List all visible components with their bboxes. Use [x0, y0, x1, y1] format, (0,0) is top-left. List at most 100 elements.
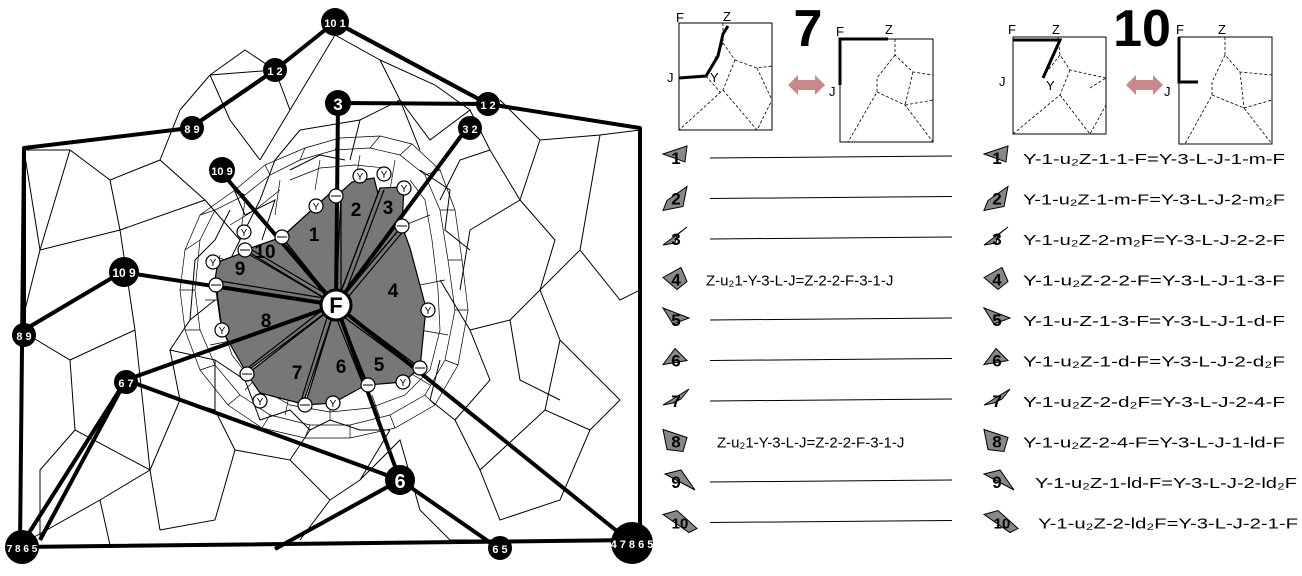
step-right-formula: Y-1-u₂Z-2-d₂F=Y-3-L-J-2-4-F — [1023, 394, 1285, 411]
double-arrow-7 — [788, 75, 825, 95]
step-blank-line — [710, 318, 952, 320]
step-right-formula: Y-1-u₂Z-1-m-F=Y-3-L-J-2-m₂F — [1023, 192, 1285, 209]
step-right-formula: Y-1-u₂Z-1-ld-F=Y-3-L-J-2-ld₂F — [1035, 475, 1297, 492]
step-row: 8 Z-u₂1-Y-3-L-J=Z-2-2-F-3-1-J 8 Y-1-u₂Z-2-4… — [663, 430, 1285, 452]
region-label-4: 4 — [388, 281, 399, 302]
step-number-left: 9 — [671, 473, 680, 492]
node-three-two-label: 3 2 — [462, 124, 477, 136]
box-10-after: F Z J — [1164, 22, 1272, 144]
step-right-formula: Y-1-u₂Z-2-4-F=Y-3-L-J-1-ld-F — [1023, 435, 1285, 452]
box-7-after-f: F — [836, 24, 844, 39]
box-7-before: F Z J Y — [667, 9, 772, 130]
step-row: 5 5 Y-1-u-Z-1-3-F=Y-3-L-J-1-d-F — [663, 308, 1285, 330]
y-marker-label: Y — [219, 326, 226, 337]
step-number-right: 10 — [994, 516, 1011, 533]
step-blank-line — [710, 521, 952, 523]
fold-diagram: YYYYYYYYYYY 12345678910 F 7 10 1 8 1 2 1… — [5, 8, 653, 564]
step-right-formula: Y-1-u₂Z-2-2-F=Y-3-L-J-1-3-F — [1023, 273, 1285, 290]
region-label-7: 7 — [292, 363, 303, 384]
region-label-2: 2 — [351, 200, 362, 221]
step-right-formula: Y-1-u₂Z-1-1-F=Y-3-L-J-1-m-F — [1023, 151, 1285, 168]
node-top-label: 7 10 1 8 — [315, 18, 355, 30]
step-number-left: 3 — [671, 230, 680, 249]
node-six-seven-label: 6 7 — [118, 378, 133, 390]
region-label-3: 3 — [383, 198, 394, 219]
step-number-left: 2 — [671, 190, 680, 209]
box-7-before-y: Y — [710, 70, 719, 85]
step-left-formula: Z-u₂1-Y-3-L-J=Z-2-2-F-3-1-J — [706, 273, 893, 290]
step-left-formula: Z-u₂1-Y-3-L-J=Z-2-2-F-3-1-J — [717, 435, 904, 452]
step-number-left: 8 — [671, 433, 680, 452]
node-eight-nine-left-label: 8 9 — [16, 331, 31, 343]
y-marker-label: Y — [210, 258, 217, 269]
y-marker-label: Y — [257, 397, 264, 408]
double-arrow-10 — [1126, 75, 1163, 95]
step-right-formula: Y-1-u-Z-1-3-F=Y-3-L-J-1-d-F — [1023, 313, 1285, 330]
step-blank-line — [710, 197, 952, 199]
region-label-6: 6 — [336, 357, 347, 378]
step-number-left: 7 — [671, 392, 680, 411]
transition-7: 7 F Z J Y F Z J — [667, 0, 933, 142]
step-blank-line — [710, 399, 952, 401]
y-marker-label: Y — [313, 202, 320, 213]
center-node-f: F — [321, 290, 351, 320]
box-10-before-f: F — [1008, 22, 1016, 37]
step-number-left: 5 — [671, 311, 680, 330]
step-number-right: 3 — [992, 230, 1001, 249]
node-three-label: 3 — [333, 95, 342, 114]
box-10-before-j: J — [999, 74, 1006, 89]
node-upper-right-label: 1 2 — [480, 100, 495, 112]
box-10-before: F Z J Y — [999, 22, 1106, 134]
step-row: 3 3 Y-1-u₂Z-2-m₂F=Y-3-L-J-2-2-F — [663, 227, 1285, 249]
step-right-formula: Y-1-u₂Z-2-ld₂F=Y-3-L-J-2-1-F — [1038, 516, 1298, 533]
step-number-right: 6 — [992, 352, 1001, 371]
step-number-left: 6 — [671, 352, 680, 371]
step-number-left: 1 — [671, 149, 680, 168]
y-marker-label: Y — [330, 399, 337, 410]
node-six-five-label: 6 5 — [492, 544, 507, 556]
step-blank-line — [710, 480, 952, 482]
node-bottom-left-label: 7 8 6 5 — [7, 544, 38, 555]
step-row: 2 2 Y-1-u₂Z-1-m-F=Y-3-L-J-2-m₂F — [663, 187, 1285, 211]
region-label-9: 9 — [235, 259, 246, 280]
box-7-after-z: Z — [885, 22, 893, 37]
step-number-right: 4 — [992, 271, 1002, 290]
box-10-after-f: F — [1176, 22, 1184, 37]
step-number-right: 5 — [992, 311, 1001, 330]
step-right-formula: Y-1-u₂Z-1-d-F=Y-3-L-J-2-d₂F — [1023, 354, 1285, 371]
step-number-left: 4 — [671, 271, 681, 290]
box-10-before-z: Z — [1052, 22, 1060, 37]
region-label-1: 1 — [309, 225, 320, 246]
node-ten-nine-top-label: 10 9 — [211, 166, 232, 178]
node-eight-nine-top-label: 8 9 — [184, 124, 199, 136]
box-10-before-y: Y — [1046, 78, 1055, 93]
step-row: 6 6 Y-1-u₂Z-1-d-F=Y-3-L-J-2-d₂F — [663, 349, 1285, 371]
region-label-10: 10 — [254, 242, 275, 263]
region-label-5: 5 — [374, 355, 385, 376]
step-number-right: 1 — [992, 149, 1001, 168]
box-7-after-j: J — [829, 84, 836, 99]
box-10-after-z: Z — [1218, 22, 1226, 37]
step-row: 7 7 Y-1-u₂Z-2-d₂F=Y-3-L-J-2-4-F — [663, 389, 1285, 411]
y-marker-label: Y — [400, 378, 407, 389]
step-number-right: 2 — [992, 190, 1001, 209]
node-bottom-right-label: 4 7 8 6 5 — [611, 539, 654, 551]
step-number-right: 7 — [992, 392, 1001, 411]
transition-10: 10 F Z J Y F Z J — [999, 0, 1272, 144]
y-marker-label: Y — [357, 172, 364, 183]
step-right-formula: Y-1-u₂Z-2-m₂F=Y-3-L-J-2-2-F — [1023, 232, 1285, 249]
step-list: 11Y-1-u₂Z-1-1-F=Y-3-L-J-1-m-F22Y-1-u₂Z-1… — [663, 146, 1298, 533]
header-seven: 7 — [794, 0, 823, 58]
step-row: 1 1 Y-1-u₂Z-1-1-F=Y-3-L-J-1-m-F — [663, 146, 1285, 168]
region-label-8: 8 — [261, 311, 272, 332]
header-ten: 10 — [1113, 0, 1171, 58]
step-row: 4 Z-u₂1-Y-3-L-J=Z-2-2-F-3-1-J 4 Y-1-u₂Z-2-2… — [663, 268, 1285, 290]
y-marker-label: Y — [381, 170, 388, 181]
y-marker-label: Y — [401, 184, 408, 195]
node-upper-left-label: 1 2 — [267, 66, 282, 78]
step-number-right: 8 — [992, 433, 1001, 452]
